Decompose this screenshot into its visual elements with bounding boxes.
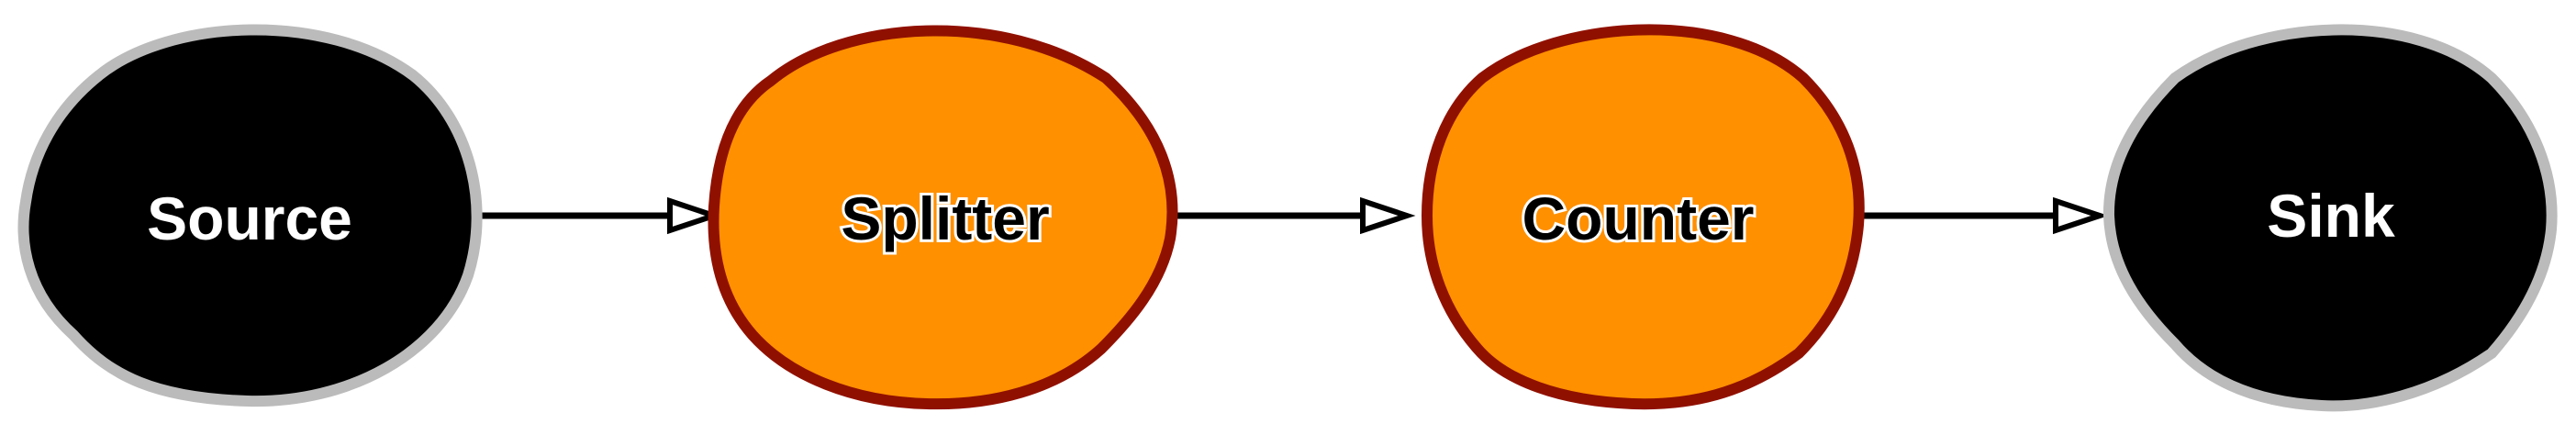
edge-splitter-counter	[1166, 196, 1416, 235]
edge-counter-sink	[1857, 196, 2109, 235]
node-ellipse	[1421, 24, 1865, 410]
node-ellipse	[2102, 24, 2558, 412]
node-label-source: Source	[147, 184, 352, 252]
node-label-counter: Counter	[1522, 184, 1755, 252]
node-source[interactable]: Source	[17, 24, 483, 407]
node-splitter[interactable]: Splitter	[708, 25, 1178, 410]
arrowhead-icon	[1360, 196, 1416, 235]
arrowhead-icon	[2053, 196, 2109, 235]
arrowhead-icon	[667, 196, 723, 235]
node-ellipse	[17, 24, 483, 407]
node-ellipse	[708, 25, 1178, 410]
node-sink[interactable]: Sink	[2102, 24, 2558, 412]
node-counter[interactable]: Counter	[1421, 24, 1865, 410]
node-label-splitter: Splitter	[841, 184, 1049, 252]
edge-source-splitter	[474, 196, 723, 235]
node-label-sink: Sink	[2267, 182, 2395, 250]
